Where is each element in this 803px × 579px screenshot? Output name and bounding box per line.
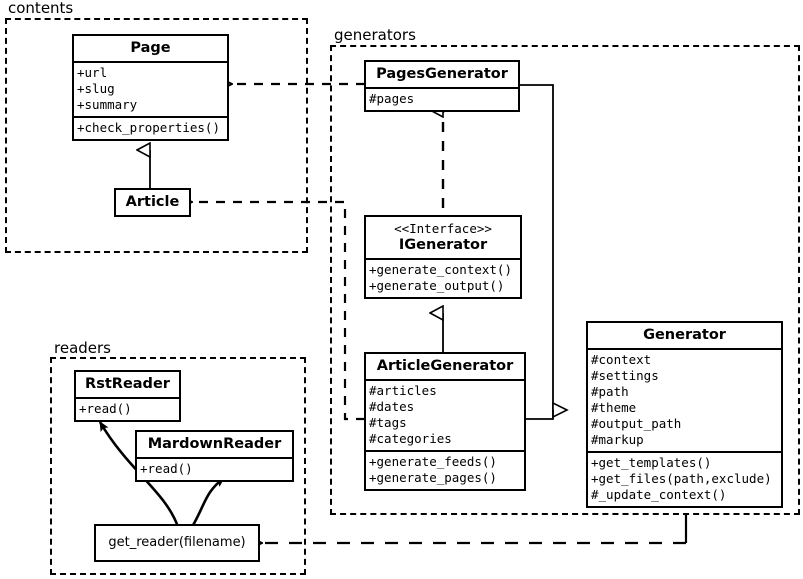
attributes-compartment-generator: #context #settings #path #theme #output_…	[588, 350, 781, 451]
attribute: +summary	[77, 97, 138, 112]
methods-compartment-page: +check_properties()	[74, 118, 227, 139]
method: +generate_pages()	[369, 470, 497, 485]
method: +get_templates()	[591, 455, 712, 470]
methods-compartment-rst-reader: +read()	[76, 399, 179, 420]
attributes-compartment-page: +url +slug +summary	[74, 63, 227, 116]
class-name-igenerator: IGenerator	[398, 237, 488, 253]
class-box-article[interactable]: Article	[114, 188, 191, 217]
attribute: +slug	[77, 81, 115, 96]
attribute: #theme	[591, 400, 637, 415]
package-contents-frame	[5, 18, 308, 253]
package-generators-label: generators	[332, 27, 419, 44]
attribute: #path	[591, 384, 629, 399]
relation-generators-depends-get-reader	[262, 515, 688, 543]
class-name-article-generator: ArticleGenerator	[376, 358, 514, 374]
function-box-get-reader[interactable]: get_reader(filename)	[94, 524, 260, 562]
attribute: #context	[591, 352, 652, 367]
attributes-compartment-pages-generator: #pages	[366, 89, 518, 110]
divider	[74, 61, 227, 63]
function-name-get-reader: get_reader(filename)	[108, 535, 246, 550]
divider	[74, 116, 227, 118]
divider	[137, 457, 292, 459]
attribute: #output_path	[591, 416, 682, 431]
divider	[588, 451, 781, 453]
class-box-mardown-reader[interactable]: MardownReader +read()	[135, 430, 294, 482]
class-box-igenerator[interactable]: <<Interface>> IGenerator +generate_conte…	[364, 215, 522, 299]
class-name-mardown-reader: MardownReader	[147, 436, 282, 452]
class-box-generator[interactable]: Generator #context #settings #path #them…	[586, 321, 783, 508]
methods-compartment-mardown-reader: +read()	[137, 459, 292, 480]
divider	[588, 348, 781, 350]
class-box-article-generator[interactable]: ArticleGenerator #articles #dates #tags …	[364, 352, 526, 491]
divider	[366, 379, 524, 381]
package-readers-label: readers	[52, 340, 114, 357]
class-name-page: Page	[130, 40, 171, 56]
attribute: +url	[77, 65, 108, 80]
divider	[366, 450, 524, 452]
attribute: #categories	[369, 431, 452, 446]
method: +check_properties()	[77, 120, 220, 135]
package-readers-frame	[50, 357, 306, 575]
attributes-compartment-article-generator: #articles #dates #tags #categories	[366, 381, 524, 450]
class-name-article: Article	[125, 194, 180, 210]
class-name-rst-reader: RstReader	[85, 376, 170, 392]
class-name-generator: Generator	[643, 327, 726, 343]
method: +read()	[79, 401, 132, 416]
class-stereotype-igenerator: <<Interface>>	[394, 221, 492, 236]
package-contents-label: contents	[6, 0, 77, 17]
method: +generate_output()	[369, 278, 505, 293]
class-box-page[interactable]: Page +url +slug +summary +check_properti…	[72, 34, 229, 141]
method: +get_files(path,exclude)	[591, 471, 772, 486]
attribute: #tags	[369, 415, 407, 430]
class-name-pages-generator: PagesGenerator	[376, 66, 508, 82]
divider	[76, 397, 179, 399]
divider	[366, 87, 518, 89]
method: +generate_context()	[369, 262, 512, 277]
class-box-rst-reader[interactable]: RstReader +read()	[74, 370, 181, 422]
attribute: #markup	[591, 432, 644, 447]
attribute: #articles	[369, 383, 437, 398]
method: +generate_feeds()	[369, 454, 497, 469]
methods-compartment-generator: +get_templates() +get_files(path,exclude…	[588, 453, 781, 506]
attribute: #pages	[369, 91, 415, 106]
method: +read()	[140, 461, 193, 476]
divider	[366, 258, 520, 260]
class-box-pages-generator[interactable]: PagesGenerator #pages	[364, 60, 520, 112]
attribute: #dates	[369, 399, 415, 414]
methods-compartment-article-generator: +generate_feeds() +generate_pages()	[366, 452, 524, 489]
attribute: #settings	[591, 368, 659, 383]
methods-compartment-igenerator: +generate_context() +generate_output()	[366, 260, 520, 297]
method: #_update_context()	[591, 487, 727, 502]
